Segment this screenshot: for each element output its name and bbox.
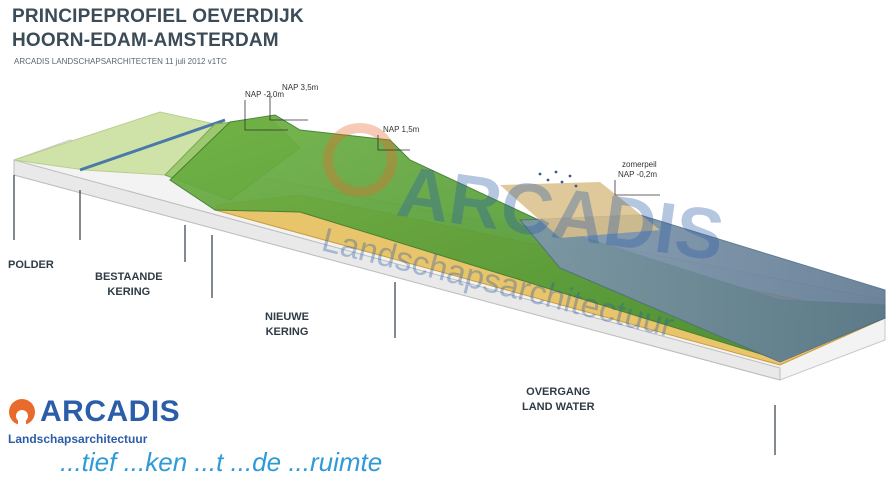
zone-overgang-line1: OVERGANG [526, 386, 591, 398]
logo-tagline: ...tief ...ken ...t ...de ...ruimte [60, 447, 383, 477]
logo-sub: Landschapsarchitectuur [8, 432, 148, 446]
zone-bestaande-line2: KERING [107, 286, 151, 298]
zone-nieuwe-kering: NIEUWE KERING [265, 310, 309, 340]
zone-nieuwe-line2: KERING [265, 326, 309, 338]
zone-polder: POLDER [8, 259, 54, 271]
polder-ditch [79, 118, 226, 172]
dike-profile-illustration: ARCADIS Landschapsarchitectuur [9, 93, 887, 455]
zone-bestaande-line1: BESTAANDE [95, 271, 163, 283]
subtitle: ARCADIS LANDSCHAPSARCHITECTEN 11 juli 20… [14, 57, 227, 66]
arcadis-logo-emblem [9, 399, 35, 425]
level-nap-15: NAP 1,5m [383, 125, 420, 134]
zone-bestaande-kering: BESTAANDE KERING [95, 270, 163, 300]
level-nap-min2: NAP -2,0m [245, 90, 284, 99]
reed-zone [500, 182, 660, 238]
level-nap-min02: NAP -0,2m [618, 170, 657, 179]
level-nap-35: NAP 3,5m [282, 83, 319, 92]
zone-overgang-line2: LAND WATER [522, 401, 595, 413]
level-markers [244, 93, 660, 196]
base-slab-front [13, 159, 781, 381]
zone-nieuwe-line1: NIEUWE [265, 311, 309, 323]
level-zomerpeil: zomerpeil [622, 160, 657, 169]
birds [538, 170, 578, 188]
zone-overgang-land-water: OVERGANG LAND WATER [522, 385, 595, 415]
zone-lines [13, 175, 776, 455]
logo-name: ARCADIS [40, 395, 181, 428]
page-title-line2: HOORN-EDAM-AMSTERDAM [12, 30, 279, 51]
page-title: PRINCIPEPROFIEL OEVERDIJK [12, 6, 304, 27]
